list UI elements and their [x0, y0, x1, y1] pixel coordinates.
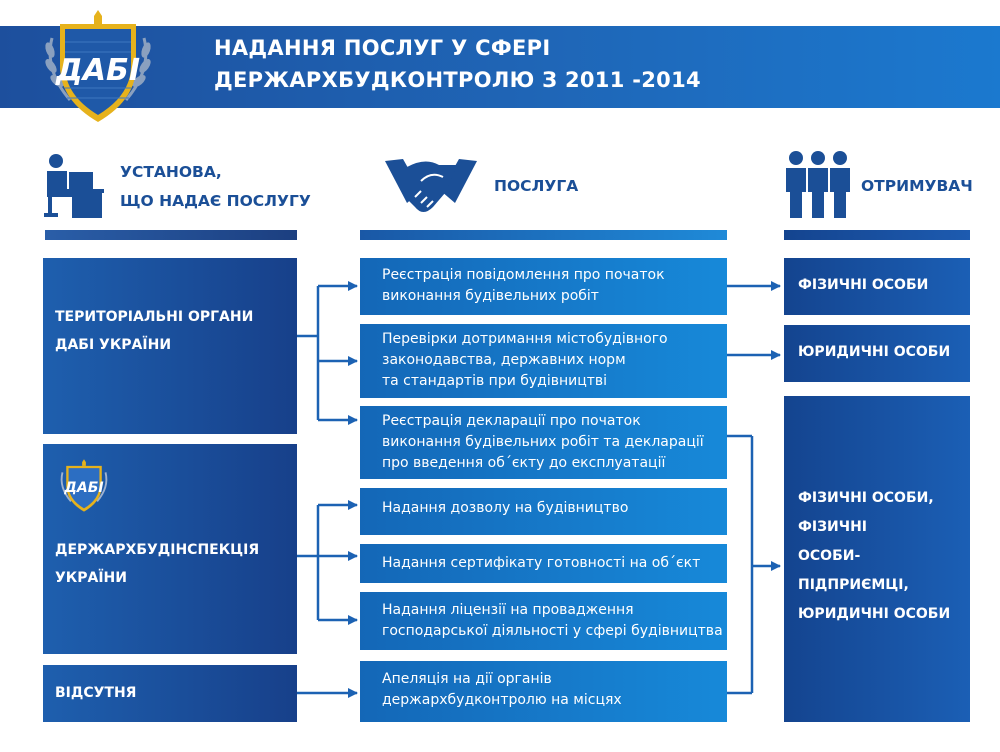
dabi-logo: ДАБІ — [45, 10, 151, 122]
institution-absent: ВІДСУТНЯ — [43, 665, 297, 722]
recipient-legal-entities: ЮРИДИЧНІ ОСОБИ — [784, 325, 970, 382]
recipient-label: ФІЗИЧНІ ОСОБИ — [798, 277, 929, 293]
institution-state-inspection: ДАБІ ДЕРЖАРХБУДІНСПЕКЦІЯ УКРАЇНИ — [43, 444, 297, 654]
institution-label: ДЕРЖАРХБУДІНСПЕКЦІЯ УКРАЇНИ — [55, 542, 260, 586]
institution-label: ВІДСУТНЯ — [55, 685, 137, 701]
people-group-icon — [786, 151, 850, 218]
svg-text:ДАБІ: ДАБІ — [55, 53, 140, 88]
recipient-all-persons: ФІЗИЧНІ ОСОБИ, ФІЗИЧНІ ОСОБИ-ПІДПРИЄМЦІ,… — [784, 396, 970, 722]
svg-text:ДАБІ: ДАБІ — [63, 480, 103, 496]
recipient-label: ФІЗИЧНІ ОСОБИ, ФІЗИЧНІ ОСОБИ-ПІДПРИЄМЦІ,… — [798, 490, 951, 622]
recipient-individuals: ФІЗИЧНІ ОСОБИ — [784, 258, 970, 315]
handshake-icon — [385, 159, 477, 212]
recipient-header-bar — [784, 230, 970, 240]
institution-label: ТЕРИТОРІАЛЬНІ ОРГАНИ ДАБІ УКРАЇНИ — [55, 309, 254, 353]
service-header-bar — [360, 230, 727, 240]
header-banner: НАДАННЯ ПОСЛУГ У СФЕРІ ДЕРЖАРХБУДКОНТРОЛ… — [0, 26, 1000, 108]
office-worker-icon — [44, 154, 104, 218]
service-building-permit: Надання дозволу на будівництво — [360, 488, 727, 535]
column-header-recipient: ОТРИМУВАЧ — [861, 177, 973, 195]
institution-header-bar — [45, 230, 297, 240]
institution-territorial-bodies: ТЕРИТОРІАЛЬНІ ОРГАНИ ДАБІ УКРАЇНИ — [43, 258, 297, 434]
column-header-institution: УСТАНОВА, ЩО НАДАЄ ПОСЛУГУ — [120, 163, 311, 210]
page-title-line1: НАДАННЯ ПОСЛУГ У СФЕРІ — [214, 36, 551, 60]
dabi-small-logo: ДАБІ — [60, 459, 108, 512]
service-readiness-certificate: Надання сертифікату готовності на об´єкт — [360, 544, 727, 583]
page-title-line2: ДЕРЖАРХБУДКОНТРОЛЮ З 2011 -2014 — [214, 68, 701, 92]
column-header-service: ПОСЛУГА — [494, 177, 579, 195]
recipient-label: ЮРИДИЧНІ ОСОБИ — [798, 344, 951, 360]
